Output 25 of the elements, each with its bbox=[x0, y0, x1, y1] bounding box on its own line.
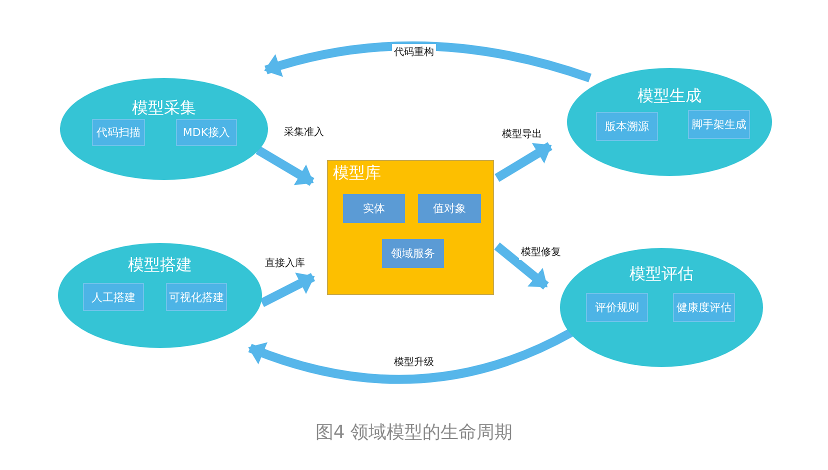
stage-title: 模型库 bbox=[333, 163, 381, 184]
arrow bbox=[260, 272, 316, 308]
item-box: 代码扫描 bbox=[92, 119, 145, 146]
edge-label: 模型修复 bbox=[519, 244, 563, 260]
arrow bbox=[256, 146, 314, 186]
caption: 图4 领域模型的生命周期 bbox=[315, 422, 513, 443]
item-box: 可视化搭建 bbox=[166, 283, 227, 311]
item-box: 领域服务 bbox=[382, 239, 444, 268]
library-box bbox=[327, 160, 494, 295]
stage-title: 模型采集 bbox=[132, 98, 196, 119]
arrow bbox=[248, 328, 574, 384]
arrow bbox=[494, 142, 552, 182]
arrow bbox=[264, 42, 592, 82]
stage-title: 模型搭建 bbox=[128, 255, 192, 276]
item-box: MDK接入 bbox=[176, 119, 237, 146]
item-box: 健康度评估 bbox=[673, 293, 735, 322]
stage-title: 模型生成 bbox=[638, 86, 702, 107]
item-box: 人工搭建 bbox=[83, 283, 144, 311]
item-box: 脚手架生成 bbox=[688, 110, 750, 139]
item-box: 版本溯源 bbox=[596, 112, 658, 141]
item-box: 实体 bbox=[343, 194, 405, 223]
arrow bbox=[494, 242, 549, 290]
stage-title: 模型评估 bbox=[630, 264, 694, 285]
item-box: 值对象 bbox=[418, 194, 481, 223]
item-box: 评价规则 bbox=[586, 293, 648, 322]
